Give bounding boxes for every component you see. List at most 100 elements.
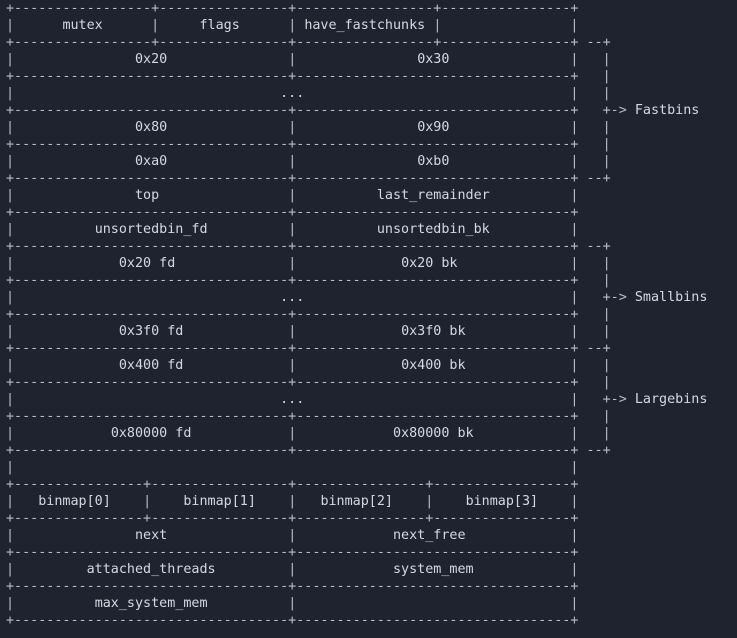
ellipsis-label: ... [280, 290, 305, 305]
ascii-frame: | [288, 154, 297, 169]
ascii-frame: | [288, 18, 297, 33]
ascii-frame [506, 18, 571, 33]
field-row: | max_system_mem | | [6, 595, 707, 612]
ascii-frame [14, 154, 135, 169]
field-label: attached_threads [86, 562, 216, 577]
row-border: +----------------+-----------------+----… [6, 510, 707, 527]
ascii-frame: +----------------------------------+----… [6, 239, 579, 254]
field-row: | binmap[0] | binmap[1] | binmap[2] | bi… [6, 493, 707, 510]
ascii-frame [14, 426, 111, 441]
ascii-frame: | [288, 52, 297, 67]
ascii-frame [490, 188, 571, 203]
field-label: 0x3f0 bk [401, 324, 466, 339]
ascii-frame: | [288, 562, 297, 577]
ascii-frame [14, 18, 62, 33]
row-border: +----------------------------------+----… [6, 612, 707, 629]
ascii-frame: | [578, 426, 611, 441]
ascii-frame: | [570, 494, 579, 509]
bin-group-label: Largebins [634, 392, 708, 407]
ascii-frame: | [6, 52, 15, 67]
ascii-frame: | [578, 52, 611, 67]
row-border: +----------------------------------+----… [6, 408, 707, 425]
row-border: +----------------------------------+----… [6, 306, 707, 323]
ascii-frame [474, 562, 571, 577]
ascii-frame: | [578, 120, 611, 135]
ascii-frame: | [288, 324, 297, 339]
ascii-frame: | [6, 596, 15, 611]
ascii-frame [167, 120, 288, 135]
field-label: 0x90 [417, 120, 450, 135]
ascii-frame [208, 596, 289, 611]
ascii-frame [296, 528, 393, 543]
ascii-frame: | [6, 290, 281, 305]
ascii-frame [191, 426, 288, 441]
ascii-frame: | [578, 256, 611, 271]
field-row: | next | next_free | [6, 527, 707, 544]
ascii-frame: +-> [578, 103, 635, 118]
ascii-frame: +-----------------+----------------+----… [6, 1, 579, 16]
ascii-frame: | [578, 358, 611, 373]
ascii-frame: | [6, 426, 15, 441]
row-border: +----------------------------------+----… [6, 340, 707, 357]
ascii-frame: | [304, 86, 579, 101]
ascii-frame: | [6, 188, 15, 203]
ascii-frame [296, 256, 401, 271]
ascii-frame: +----------------------------------+----… [6, 137, 579, 152]
field-label: 0x80000 fd [110, 426, 192, 441]
field-label: 0x30 [417, 52, 450, 67]
field-label: 0x3f0 fd [118, 324, 184, 339]
field-label: binmap[0] [38, 494, 111, 509]
ascii-frame: | [6, 494, 15, 509]
row-border: +----------------------------------+----… [6, 136, 707, 153]
row-border: +----------------------------------+----… [6, 578, 707, 595]
ascii-frame [538, 494, 570, 509]
ascii-frame: | [6, 86, 281, 101]
field-label: system_mem [393, 562, 474, 577]
ascii-frame [449, 120, 570, 135]
ascii-frame: | [570, 256, 579, 271]
field-label: max_system_mem [94, 596, 208, 611]
ascii-frame [296, 222, 377, 237]
ascii-frame [296, 358, 401, 373]
field-row: | unsortedbin_fd | unsortedbin_bk | [6, 221, 707, 238]
ascii-frame [296, 324, 401, 339]
ascii-frame [216, 562, 289, 577]
ascii-frame: | [6, 528, 15, 543]
ascii-frame [14, 222, 95, 237]
ascii-frame: | [570, 52, 579, 67]
ascii-frame [466, 324, 571, 339]
ascii-frame [458, 256, 571, 271]
field-row: | 0xa0 | 0xb0 | | [6, 153, 707, 170]
field-label: unsortedbin_bk [376, 222, 490, 237]
field-label: 0xb0 [417, 154, 450, 169]
ascii-frame [296, 154, 417, 169]
ascii-frame [14, 52, 135, 67]
ascii-frame [433, 596, 570, 611]
ascii-frame: | | [6, 460, 579, 475]
ascii-frame: | [304, 392, 579, 407]
ascii-frame [474, 426, 571, 441]
ascii-frame: | [288, 596, 297, 611]
ascii-frame: | [143, 494, 152, 509]
ascii-frame: --+ [578, 171, 611, 186]
field-row: | ... | +-> Largebins [6, 391, 707, 408]
ascii-frame [393, 494, 425, 509]
ascii-frame: +----------------------------------+----… [6, 307, 579, 322]
ascii-frame: | [570, 154, 579, 169]
malloc-state-ascii-diagram: +-----------------+----------------+----… [6, 0, 707, 629]
field-label: 0x20 bk [401, 256, 458, 271]
ascii-frame [466, 358, 571, 373]
ascii-frame: | [578, 409, 611, 424]
ascii-frame: | [433, 18, 442, 33]
ascii-frame [159, 188, 288, 203]
ascii-frame: | [578, 375, 611, 390]
field-label: binmap[2] [320, 494, 393, 509]
row-border: +----------------+-----------------+----… [6, 476, 707, 493]
row-border: +----------------------------------+----… [6, 68, 707, 85]
ascii-frame [167, 528, 288, 543]
row-border: +----------------------------------+----… [6, 442, 707, 459]
ascii-frame: | [288, 120, 297, 135]
field-label: 0x80000 bk [393, 426, 474, 441]
row-border: +----------------------------------+----… [6, 238, 707, 255]
ascii-frame: +-> [578, 290, 635, 305]
